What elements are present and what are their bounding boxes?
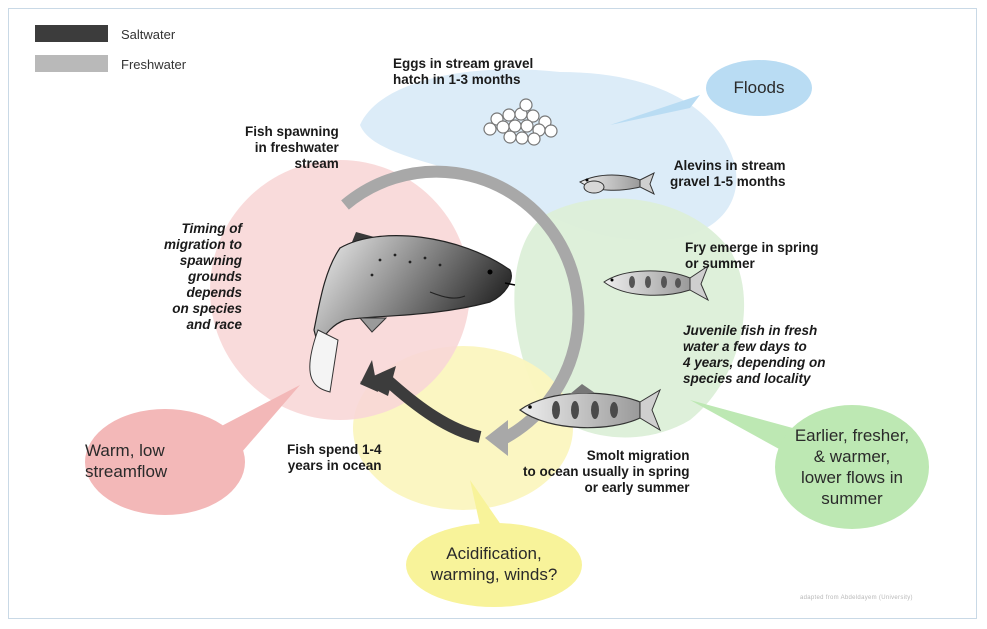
warm-bubble-label: Warm, low streamflow bbox=[85, 440, 245, 482]
floods-bubble-label: Floods bbox=[706, 77, 812, 98]
freshwater-swatch bbox=[35, 55, 108, 72]
legend-freshwater-label: Freshwater bbox=[121, 57, 186, 72]
ocean-label: Fish spend 1-4 years in ocean bbox=[287, 442, 382, 474]
legend-saltwater-label: Saltwater bbox=[121, 27, 175, 42]
warm-bubble-text: Warm, low streamflow bbox=[85, 440, 167, 482]
fry-label: Fry emerge in spring or summer bbox=[685, 240, 819, 272]
timing-label: Timing of migration to spawning grounds … bbox=[164, 221, 242, 333]
spawning-label: Fish spawning in freshwater stream bbox=[245, 124, 339, 172]
eggs-label: Eggs in stream gravel hatch in 1-3 month… bbox=[393, 56, 583, 88]
smolt-label: Smolt migration to ocean usually in spri… bbox=[523, 448, 690, 496]
acidification-bubble-label: Acidification, warming, winds? bbox=[406, 543, 582, 585]
saltwater-swatch bbox=[35, 25, 108, 42]
earlier-bubble-label: Earlier, fresher, & warmer, lower flows … bbox=[775, 425, 929, 509]
credit-text: adapted from Abdeldayem (University) bbox=[800, 595, 913, 601]
alevins-label: Alevins in stream gravel 1-5 months bbox=[670, 158, 786, 190]
juvenile-label: Juvenile fish in fresh water a few days … bbox=[683, 323, 826, 387]
